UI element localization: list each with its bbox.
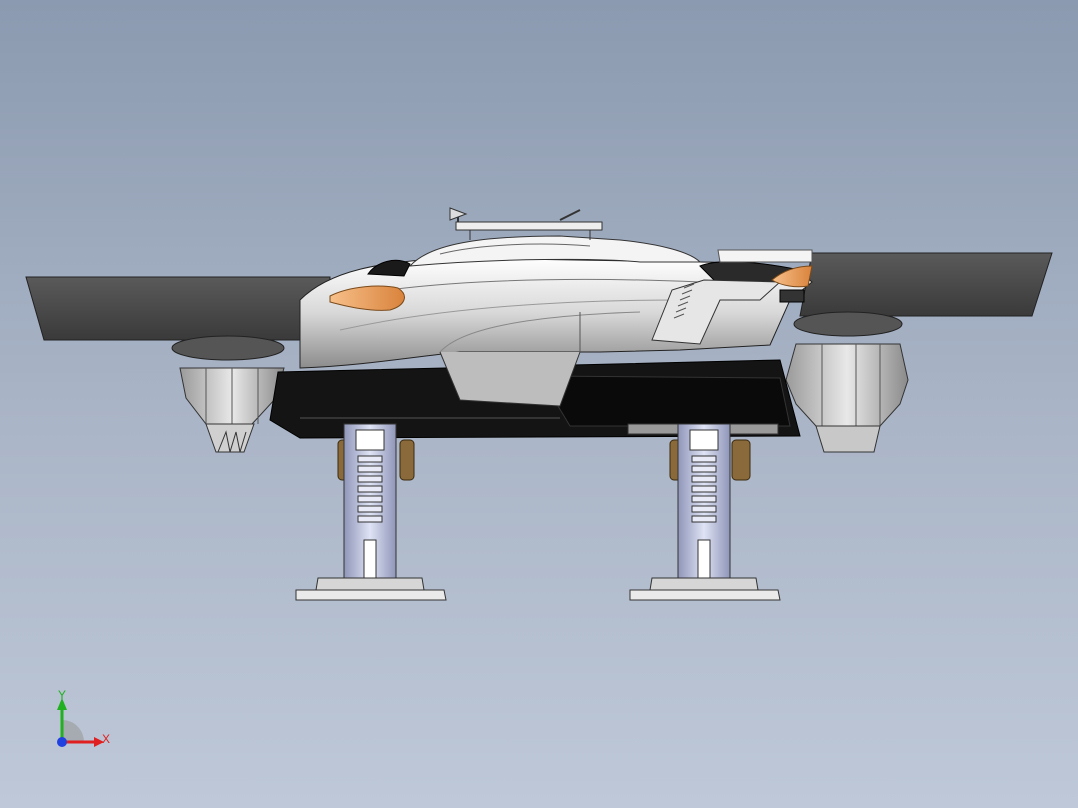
y-axis-label: Y	[58, 688, 67, 702]
right-fin	[799, 252, 1053, 317]
right-landing-leg	[629, 423, 781, 601]
left-orange-thruster	[329, 285, 405, 311]
dish-antenna	[449, 207, 468, 222]
left-engine-pod	[171, 335, 285, 453]
canopy	[408, 235, 702, 267]
right-orange-thruster	[771, 265, 813, 288]
left-fin	[25, 276, 331, 341]
z-axis-dot	[57, 737, 67, 747]
axis-triad	[57, 698, 104, 747]
left-landing-leg	[295, 423, 447, 601]
roof-rack	[455, 221, 603, 231]
right-engine-pod	[785, 311, 909, 453]
x-axis-label: X	[102, 732, 111, 746]
